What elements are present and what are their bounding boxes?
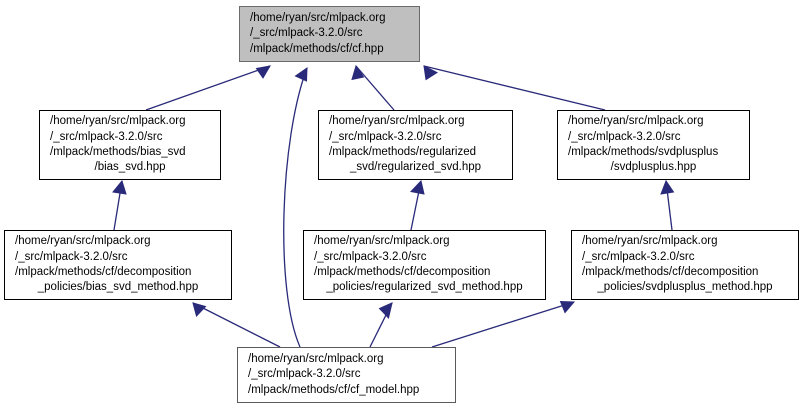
- regularized-svd-hpp-node-line-3: /mlpack/methods/regularized: [329, 146, 477, 158]
- cf-hpp-node-line-2: /_src/mlpack-3.2.0/src: [250, 27, 363, 40]
- edge-svdplusplus-to-cf: [423, 65, 606, 111]
- bias-svd-method-hpp-node-line-3: /mlpack/methods/cf/decomposition: [15, 266, 192, 278]
- edge-regularized-svd-to-cf: [355, 65, 395, 111]
- bias-svd-method-hpp-node-line-2: /_src/mlpack-3.2.0/src: [15, 250, 128, 263]
- edge-cf-model-to-svdplusplus-method-arrowhead-icon: [559, 300, 576, 314]
- edge-cf-model-to-bias-svd-method-arrowhead-icon: [192, 302, 207, 317]
- edge-regularized-svd-to-cf-arrowhead-icon: [351, 64, 365, 81]
- regularized-svd-method-hpp-node-line-1: /home/ryan/src/mlpack.org: [314, 235, 450, 248]
- edge-cf-model-to-bias-svd-method: [192, 302, 281, 348]
- edge-bias-svd-method-to-bias-svd-arrowhead-icon: [112, 179, 127, 195]
- regularized-svd-hpp-node-line-1: /home/ryan/src/mlpack.org: [329, 115, 465, 128]
- bias-svd-hpp-node[interactable]: /home/ryan/src/mlpack.org /_src/mlpack-3.…: [39, 110, 221, 180]
- cf-hpp-node-line-3: /mlpack/methods/cf/cf.hpp: [250, 42, 384, 55]
- bias-svd-hpp-node-line-2: /_src/mlpack-3.2.0/src: [50, 130, 163, 143]
- svdplusplus-hpp-node-line-3: /mlpack/methods/svdplusplus: [568, 146, 719, 158]
- cf-hpp-node[interactable]: /home/ryan/src/mlpack.org /_src/mlpack-3.…: [239, 6, 420, 62]
- edge-regularized-svd-method-to-regularized-svd-arrowhead-icon: [410, 179, 425, 195]
- bias-svd-method-hpp-node-line-4: _policies/bias_svd_method.hpp: [37, 281, 199, 294]
- cf-hpp-node-line-1: /home/ryan/src/mlpack.org: [250, 12, 386, 25]
- svdplusplus-method-hpp-node-line-4: _policies/svdplusplus_method.hpp: [597, 281, 773, 294]
- bias-svd-method-hpp-node[interactable]: /home/ryan/src/mlpack.org /_src/mlpack-3.…: [4, 230, 232, 300]
- svdplusplus-hpp-node[interactable]: /home/ryan/src/mlpack.org /_src/mlpack-3.…: [557, 110, 750, 180]
- regularized-svd-hpp-node-line-4: _svd/regularized_svd.hpp: [349, 161, 482, 174]
- bias-svd-hpp-node-line-1: /home/ryan/src/mlpack.org: [50, 115, 186, 128]
- edge-cf-model-to-regularized-svd-method-arrowhead-icon: [378, 302, 393, 320]
- cf-model-hpp-node-line-1: /home/ryan/src/mlpack.org: [248, 353, 384, 366]
- regularized-svd-method-hpp-node-line-2: /_src/mlpack-3.2.0/src: [314, 250, 427, 263]
- svdplusplus-hpp-node-line-4: /svdplusplus.hpp: [610, 161, 697, 174]
- edge-cf-model-to-cf: [283, 67, 308, 348]
- regularized-svd-method-hpp-node-line-4: _policies/regularized_svd_method.hpp: [326, 281, 523, 294]
- edge-cf-model-to-cf-arrowhead-icon: [294, 67, 308, 82]
- svdplusplus-hpp-node-line-1: /home/ryan/src/mlpack.org: [568, 115, 704, 128]
- svdplusplus-method-hpp-node-line-1: /home/ryan/src/mlpack.org: [582, 235, 718, 248]
- bias-svd-hpp-node-line-3: /mlpack/methods/bias_svd: [50, 146, 186, 158]
- edge-svdplusplus-method-to-svdplusplus-arrowhead-icon: [660, 179, 675, 195]
- edge-svdplusplus-to-cf-arrowhead-icon: [423, 65, 439, 81]
- regularized-svd-method-hpp-node-line-3: /mlpack/methods/cf/decomposition: [314, 266, 491, 278]
- cf-model-hpp-node-line-3: /mlpack/methods/cf/cf_model.hpp: [248, 383, 420, 396]
- bias-svd-hpp-node-line-4: /bias_svd.hpp: [94, 161, 166, 174]
- regularized-svd-hpp-node[interactable]: /home/ryan/src/mlpack.org /_src/mlpack-3.…: [318, 110, 513, 180]
- svdplusplus-hpp-node-line-2: /_src/mlpack-3.2.0/src: [568, 130, 681, 143]
- cf-model-hpp-node[interactable]: /home/ryan/src/mlpack.org /_src/mlpack-3.…: [237, 347, 456, 403]
- edge-bias-svd-to-cf: [145, 65, 271, 111]
- edge-bias-svd-to-cf-arrowhead-icon: [255, 65, 271, 79]
- svdplusplus-method-hpp-node[interactable]: /home/ryan/src/mlpack.org /_src/mlpack-3.…: [571, 230, 799, 300]
- svdplusplus-method-hpp-node-line-2: /_src/mlpack-3.2.0/src: [582, 250, 695, 263]
- bias-svd-method-hpp-node-line-1: /home/ryan/src/mlpack.org: [15, 235, 151, 248]
- svdplusplus-method-hpp-node-line-3: /mlpack/methods/cf/decomposition: [582, 266, 759, 278]
- regularized-svd-method-hpp-node[interactable]: /home/ryan/src/mlpack.org /_src/mlpack-3.…: [303, 230, 546, 300]
- edge-cf-model-to-svdplusplus-method: [431, 301, 575, 348]
- regularized-svd-hpp-node-line-2: /_src/mlpack-3.2.0/src: [329, 130, 442, 143]
- cf-model-hpp-node-line-2: /_src/mlpack-3.2.0/src: [248, 368, 361, 381]
